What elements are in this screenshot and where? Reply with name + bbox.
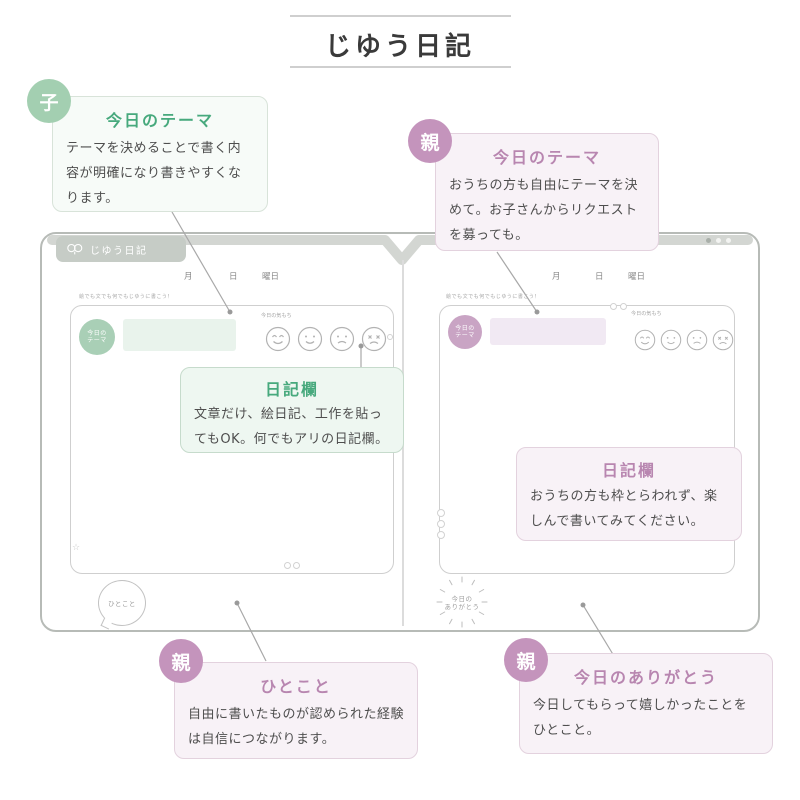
callout-body: テーマを決めることで書く内容が明確になり書きやすくなります。 — [66, 141, 242, 206]
left-theme-field — [123, 319, 236, 351]
child-badge: 子 — [27, 79, 71, 123]
callout-body: 今日してもらって嬉しかったことをひとこと。 — [533, 698, 748, 738]
parent-badge: 親 — [159, 639, 203, 683]
circle-doodle-icon — [284, 562, 291, 569]
star-doodle-icon: ☆ — [72, 543, 81, 553]
callout-title: 今日のテーマ — [492, 148, 601, 167]
arigatou-starburst: 今日の ありがとう — [434, 576, 490, 630]
callout-parent-arigatou: 今日のありがとう 今日してもらって嬉しかったことをひとこと。 — [519, 653, 773, 754]
hitokoto-label: ひとこと — [108, 600, 136, 608]
callout-body: 自由に書いたものが認められた経験は自信につながります。 — [188, 707, 405, 747]
mood-smile-icon — [297, 326, 323, 352]
hitokoto-bubble: ひとこと — [98, 580, 146, 630]
left-date-weekday: 曜日 — [262, 272, 280, 282]
right-theme-field — [490, 318, 606, 345]
right-caption: 絵でも文でも何でもじゆうに書こう！ — [446, 293, 540, 300]
callout-body: おうちの方も枠とらわれず、楽しんで書いてみてください。 — [530, 489, 718, 529]
right-date-month: 月 — [552, 272, 561, 282]
circle-doodle-icon — [437, 509, 445, 517]
callout-title: ひとこと — [260, 677, 332, 696]
left-caption: 絵でも文でも何でもじゆうに書こう！ — [79, 293, 173, 300]
mood-happy-icon — [265, 326, 291, 352]
callout-title: 今日のテーマ — [105, 111, 214, 130]
callout-body: おうちの方も自由にテーマを決めて。お子さんからリクエストを募っても。 — [449, 178, 639, 243]
right-mood-label: 今日の気もち — [631, 310, 662, 317]
circle-doodle-icon — [387, 334, 393, 340]
mood-sad-icon — [712, 329, 734, 351]
circle-doodle-icon — [620, 303, 627, 310]
parent-badge: 親 — [408, 119, 452, 163]
callout-title: 日記欄 — [264, 380, 319, 399]
right-theme-circle: 今日の テーマ — [448, 315, 482, 349]
corner-dots-icon — [706, 238, 731, 243]
left-mood-label: 今日の気もち — [261, 312, 292, 319]
mood-smile-icon — [660, 329, 682, 351]
callout-parent-theme: 今日のテーマ おうちの方も自由にテーマを決めて。お子さんからリクエストを募っても… — [435, 133, 659, 251]
arigatou-label: 今日の ありがとう — [444, 595, 480, 611]
mood-frown-icon — [686, 329, 708, 351]
circle-doodle-icon — [437, 531, 445, 539]
circle-doodle-icon — [437, 520, 445, 528]
mood-happy-icon — [634, 329, 656, 351]
callout-child-theme: 今日のテーマ テーマを決めることで書く内容が明確になり書きやすくなります。 — [52, 96, 268, 212]
brand-tab: じゆう日記 — [56, 236, 186, 262]
circle-doodle-icon — [293, 562, 300, 569]
bubble-tail — [100, 617, 113, 630]
brand-name: じゆう日記 — [90, 245, 148, 257]
callout-parent-hitokoto: ひとこと 自由に書いたものが認められた経験は自信につながります。 — [174, 662, 418, 759]
callout-parent-diary: 日記欄 おうちの方も枠とらわれず、楽しんで書いてみてください。 — [516, 447, 742, 541]
right-date-weekday: 曜日 — [628, 272, 646, 282]
left-theme-circle: 今日の テーマ — [79, 319, 115, 355]
page-title: じゆう日記 — [324, 32, 475, 62]
title-rule-top — [290, 15, 511, 17]
callout-body: 文章だけ、絵日記、工作を貼ってもOK。何でもアリの日記欄。 — [194, 407, 389, 447]
mood-sad-icon — [361, 326, 387, 352]
right-date-day: 日 — [595, 272, 604, 282]
left-date-day: 日 — [229, 272, 238, 282]
brand-logo-icon — [67, 243, 83, 255]
mood-frown-icon — [329, 326, 355, 352]
starburst-rays-icon — [436, 576, 488, 628]
callout-title: 日記欄 — [601, 461, 656, 480]
circle-doodle-icon — [610, 303, 617, 310]
parent-badge: 親 — [504, 638, 548, 682]
callout-child-diary: 日記欄 文章だけ、絵日記、工作を貼ってもOK。何でもアリの日記欄。 — [180, 367, 404, 453]
title-rule-bottom — [290, 66, 511, 68]
callout-title: 今日のありがとう — [573, 668, 718, 687]
left-date-month: 月 — [184, 272, 193, 282]
